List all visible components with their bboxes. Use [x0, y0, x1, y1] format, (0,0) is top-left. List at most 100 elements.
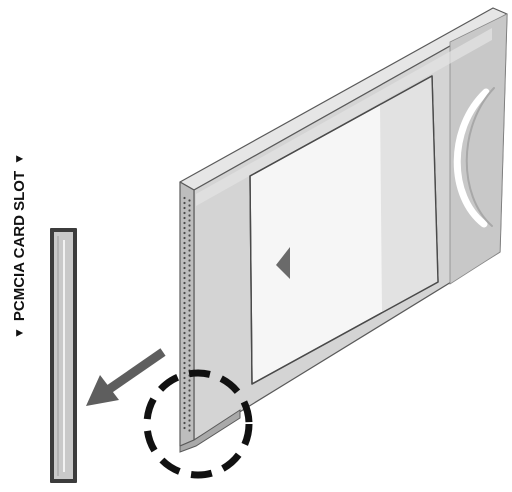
connector-pin	[183, 316, 186, 320]
card-grip-groove	[453, 88, 490, 228]
arrow-down-left-icon	[86, 348, 166, 406]
connector-pin	[183, 301, 186, 305]
connector-pin	[188, 219, 191, 222]
connector-pin	[188, 409, 191, 412]
connector-pin	[183, 371, 186, 375]
connector-pin	[188, 354, 191, 357]
card-end-panel	[449, 13, 508, 285]
connector-pin	[188, 209, 191, 212]
connector-pin	[188, 244, 191, 247]
connector-pin	[183, 236, 186, 240]
connector-pins	[183, 196, 191, 432]
connector-pin	[183, 376, 186, 380]
connector-pin	[183, 326, 186, 330]
arrow-head	[86, 375, 119, 406]
connector-pin	[183, 331, 186, 335]
connector-pin	[183, 361, 186, 365]
arrow-shaft	[105, 348, 166, 394]
connector-pin	[183, 396, 186, 400]
connector-pin	[183, 416, 186, 420]
connector-pin	[188, 389, 191, 392]
connector-pin	[183, 276, 186, 280]
connector-pin	[188, 394, 191, 397]
card-label-shade	[380, 76, 438, 312]
connector-pin	[188, 379, 191, 382]
pcmcia-slot	[50, 228, 77, 483]
connector-pin	[188, 254, 191, 257]
triangle-down-marker-right: ▼	[12, 152, 26, 165]
card-grip-shadow	[465, 87, 495, 227]
connector-pin	[188, 249, 191, 252]
connector-pin	[183, 291, 186, 295]
connector-pin	[188, 289, 191, 292]
connector-pin	[188, 204, 191, 207]
connector-pin	[183, 211, 186, 215]
connector-pin	[183, 356, 186, 360]
connector-pin	[183, 296, 186, 300]
connector-pin	[188, 404, 191, 407]
connector-pin	[188, 429, 191, 432]
connector-pin	[188, 424, 191, 427]
connector-pin	[188, 314, 191, 317]
connector-pin	[183, 201, 186, 205]
connector-pin	[188, 399, 191, 402]
connector-pin	[183, 351, 186, 355]
connector-pin	[188, 339, 191, 342]
connector-pin	[188, 264, 191, 267]
connector-pin	[188, 269, 191, 272]
connector-pin	[183, 336, 186, 340]
connector-pin	[183, 216, 186, 220]
triangle-down-marker-left: ▼	[12, 327, 26, 340]
connector-pin	[183, 391, 186, 395]
connector-pin	[183, 266, 186, 270]
card-top-band	[196, 28, 492, 206]
connector-pin	[183, 231, 186, 235]
triangle-left-icon	[276, 247, 290, 279]
card-connector-edge	[179, 181, 195, 447]
card-label-outline	[249, 75, 439, 385]
connector-pin	[188, 319, 191, 322]
connector-pin	[188, 419, 191, 422]
connector-pin	[183, 261, 186, 265]
connector-pin	[188, 344, 191, 347]
ci-card	[179, 7, 508, 453]
connector-pin	[188, 274, 191, 277]
connector-pin	[188, 214, 191, 217]
connector-pin	[183, 381, 186, 385]
connector-pin	[183, 366, 186, 370]
connector-pin	[183, 281, 186, 285]
connector-pin	[183, 251, 186, 255]
connector-pin	[188, 309, 191, 312]
connector-pin	[183, 311, 186, 315]
connector-pin	[188, 224, 191, 227]
slot-label-text: PCMCIA CARD SLOT	[10, 170, 28, 322]
connector-pin	[188, 294, 191, 297]
connector-pin	[188, 234, 191, 237]
connector-pin	[183, 286, 186, 290]
connector-pin	[188, 359, 191, 362]
connector-pin	[188, 299, 191, 302]
connector-pin	[188, 414, 191, 417]
connector-pin	[188, 284, 191, 287]
connector-pin	[183, 421, 186, 425]
dashed-circle	[143, 369, 253, 479]
connector-pin	[183, 271, 186, 275]
connector-pin	[188, 384, 191, 387]
connector-pin	[183, 226, 186, 230]
connector-pin	[183, 196, 186, 200]
connector-pin	[188, 349, 191, 352]
connector-pin	[183, 426, 186, 430]
connector-pin	[183, 246, 186, 250]
connector-pin	[183, 406, 186, 410]
card-bottom-lip	[179, 409, 241, 453]
connector-pin	[188, 199, 191, 202]
connector-pin	[188, 279, 191, 282]
connector-pin	[188, 329, 191, 332]
connector-pin	[183, 306, 186, 310]
connector-pin	[188, 259, 191, 262]
connector-pin	[183, 321, 186, 325]
connector-pin	[183, 341, 186, 345]
connector-pin	[183, 206, 186, 210]
pcmcia-card-slot-label: ▼ PCMCIA CARD SLOT ▼	[7, 26, 31, 466]
